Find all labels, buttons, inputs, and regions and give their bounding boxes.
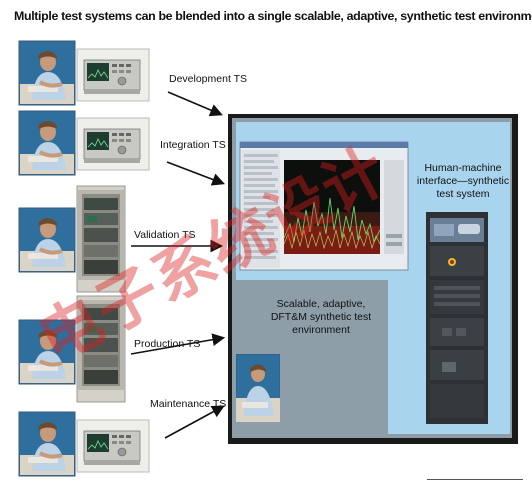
validation-ts-label: Validation TS xyxy=(134,229,196,241)
development-ts-label: Development TS xyxy=(169,73,248,85)
bottom-rule xyxy=(427,479,523,480)
environment-label: Scalable, adaptive, DFT&M synthetic test… xyxy=(270,298,372,336)
headline: Multiple test systems can be blended int… xyxy=(14,9,532,23)
maintenance-arrow xyxy=(164,405,225,439)
environment-technician-photo xyxy=(236,354,280,422)
production-ts-photos xyxy=(18,295,126,403)
development-arrow xyxy=(167,91,223,117)
production-arrow xyxy=(130,333,226,355)
environment-shapes xyxy=(236,122,510,434)
software-screenshot xyxy=(239,141,409,271)
production-ts-label: Production TS xyxy=(134,338,201,350)
integration-ts-label: Integration TS xyxy=(160,139,226,151)
maintenance-ts-label: Maintenance TS xyxy=(150,398,227,410)
synthetic-test-environment-frame: Human-machine interface—synthetic test s… xyxy=(228,114,518,444)
validation-ts-photos xyxy=(18,185,126,293)
integration-ts-photos xyxy=(18,110,150,176)
hmi-label: Human-machine interface—synthetic test s… xyxy=(416,162,510,200)
development-ts-photos xyxy=(18,40,150,106)
integration-arrow xyxy=(166,161,225,186)
maintenance-ts-photos xyxy=(18,411,150,477)
synthetic-test-system-rack xyxy=(426,212,488,424)
